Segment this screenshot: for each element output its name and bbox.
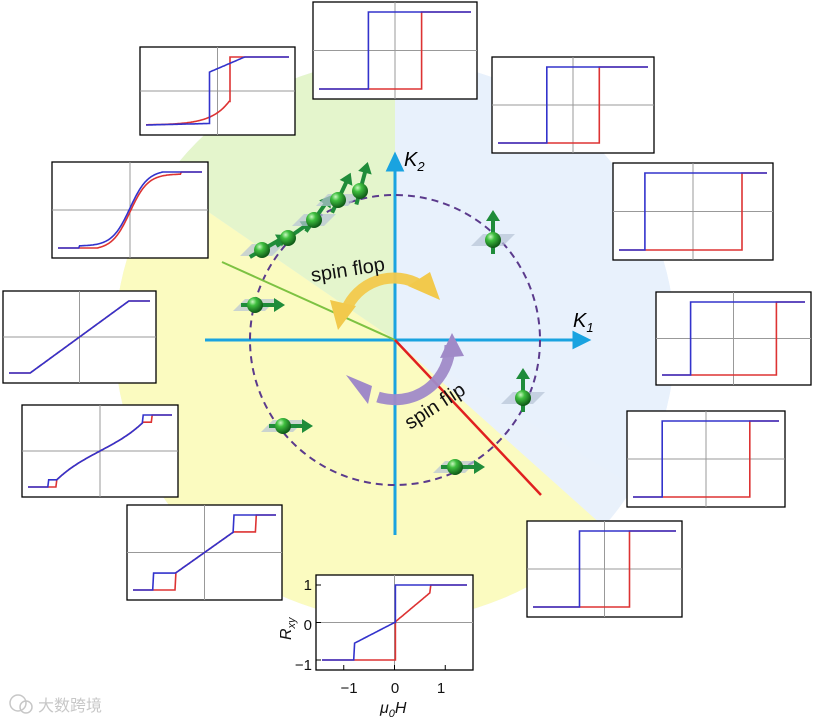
hysteresis-inset [613,163,773,260]
x-tick-mid: 0 [391,680,399,697]
hysteresis-inset [22,405,178,497]
hysteresis-inset [127,505,282,600]
watermark: 大数跨境 [10,695,102,715]
y-tick-mid: 0 [304,617,312,634]
wechat-logo-icon [10,695,26,711]
green-sphere-arrow-icon [485,232,501,248]
hysteresis-inset [492,57,654,153]
hysteresis-inset [316,575,473,670]
hysteresis-inset [3,291,156,383]
hysteresis-inset [52,162,208,258]
green-sphere-arrow-icon [515,390,531,406]
hysteresis-inset [140,47,295,135]
y-tick-bottom: −1 [295,657,312,674]
y-tick-top: 1 [304,577,312,594]
watermark-text: 大数跨境 [38,696,102,715]
x-tick-right: 1 [437,680,445,697]
hysteresis-inset [627,411,785,507]
hysteresis-inset [527,521,682,617]
x-tick-left: −1 [340,680,357,697]
green-sphere-arrow-icon [280,230,296,246]
green-sphere-arrow-icon [247,297,263,313]
green-sphere-arrow-icon [352,183,368,199]
y-axis-label: Rxy [278,616,298,640]
green-sphere-arrow-icon [306,212,322,228]
green-sphere-arrow-icon [275,418,291,434]
green-sphere-arrow-icon [447,459,463,475]
green-sphere-arrow-icon [330,192,346,208]
green-sphere-arrow-icon [254,242,270,258]
x-axis-label: μ0H [379,700,407,720]
hysteresis-inset [313,2,477,99]
hysteresis-inset [656,292,811,385]
